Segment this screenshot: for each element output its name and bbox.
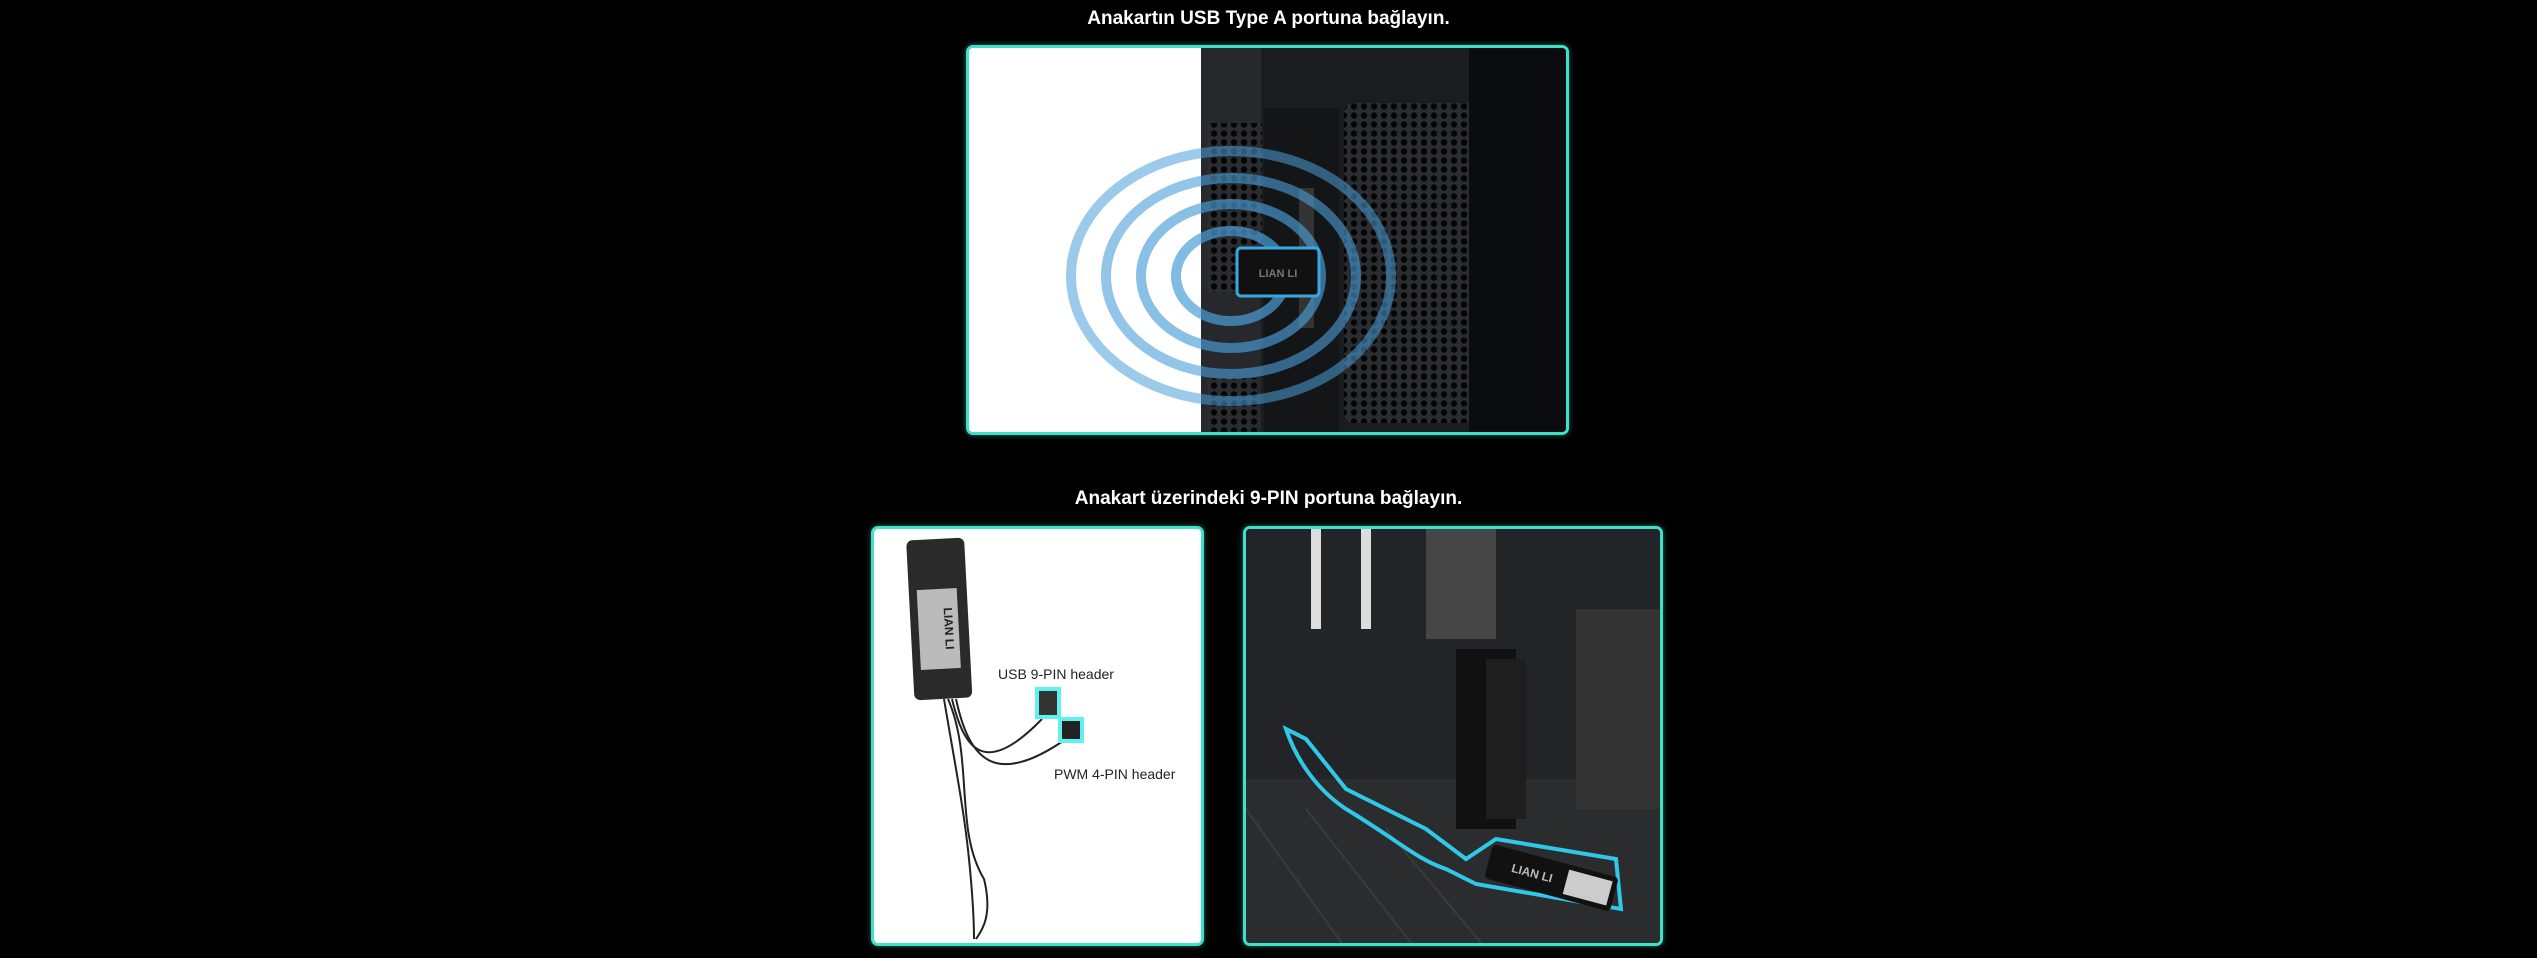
dongle-cable-illustration: LIAN LI: [906, 537, 1084, 940]
dongle-logo: LIAN LI: [1259, 268, 1298, 280]
usb-9pin-cable-image: LIAN LI USB 9-PIN header PWM 4-PIN heade…: [871, 526, 1204, 946]
usb-dongle: LIAN LI: [906, 537, 973, 701]
pwm-4pin-label: PWM 4-PIN header: [1054, 766, 1176, 782]
motherboard-install-image: LIAN LI: [1243, 526, 1663, 946]
section2-title: Anakart üzerindeki 9-PIN portuna bağlayı…: [1074, 488, 1463, 509]
usb-9pin-label: USB 9-PIN header: [998, 666, 1114, 682]
cable-highlight: [1282, 725, 1624, 912]
usb-type-a-image: LIAN LI: [966, 45, 1569, 435]
pc-case-illustration: LIAN LI: [1066, 48, 1566, 432]
signal-rings: [1066, 146, 1396, 406]
section1-title: Anakartın USB Type A portuna bağlayın.: [1087, 8, 1450, 29]
dongle-logo: LIAN LI: [941, 607, 957, 650]
usb-dongle: LIAN LI: [1485, 845, 1618, 911]
motherboard-illustration: LIAN LI: [1246, 529, 1660, 943]
usb-9pin-connector: [1035, 687, 1061, 719]
usb-dongle: LIAN LI: [1235, 246, 1321, 298]
pwm-4pin-connector: [1058, 717, 1084, 743]
